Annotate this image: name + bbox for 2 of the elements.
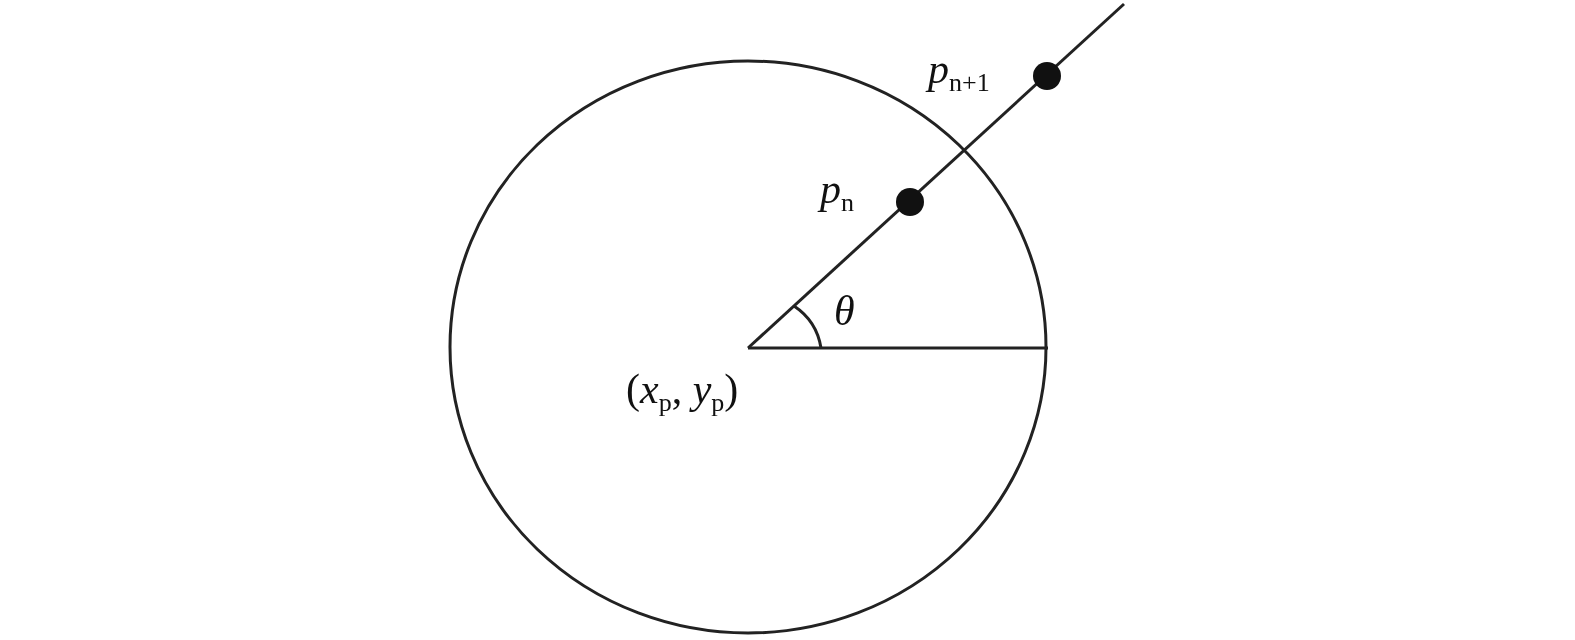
angle-label: θ	[834, 290, 855, 332]
coordinate-label: (x$_{p}$, y$_{p}$)	[626, 368, 739, 416]
